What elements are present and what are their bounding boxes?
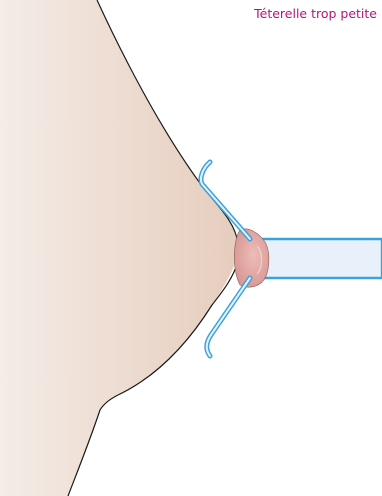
figure-caption: Téterelle trop petite — [254, 6, 377, 21]
breast-shield-flange — [198, 159, 253, 359]
breast-silhouette — [0, 0, 239, 496]
nipple-shape — [234, 228, 270, 288]
